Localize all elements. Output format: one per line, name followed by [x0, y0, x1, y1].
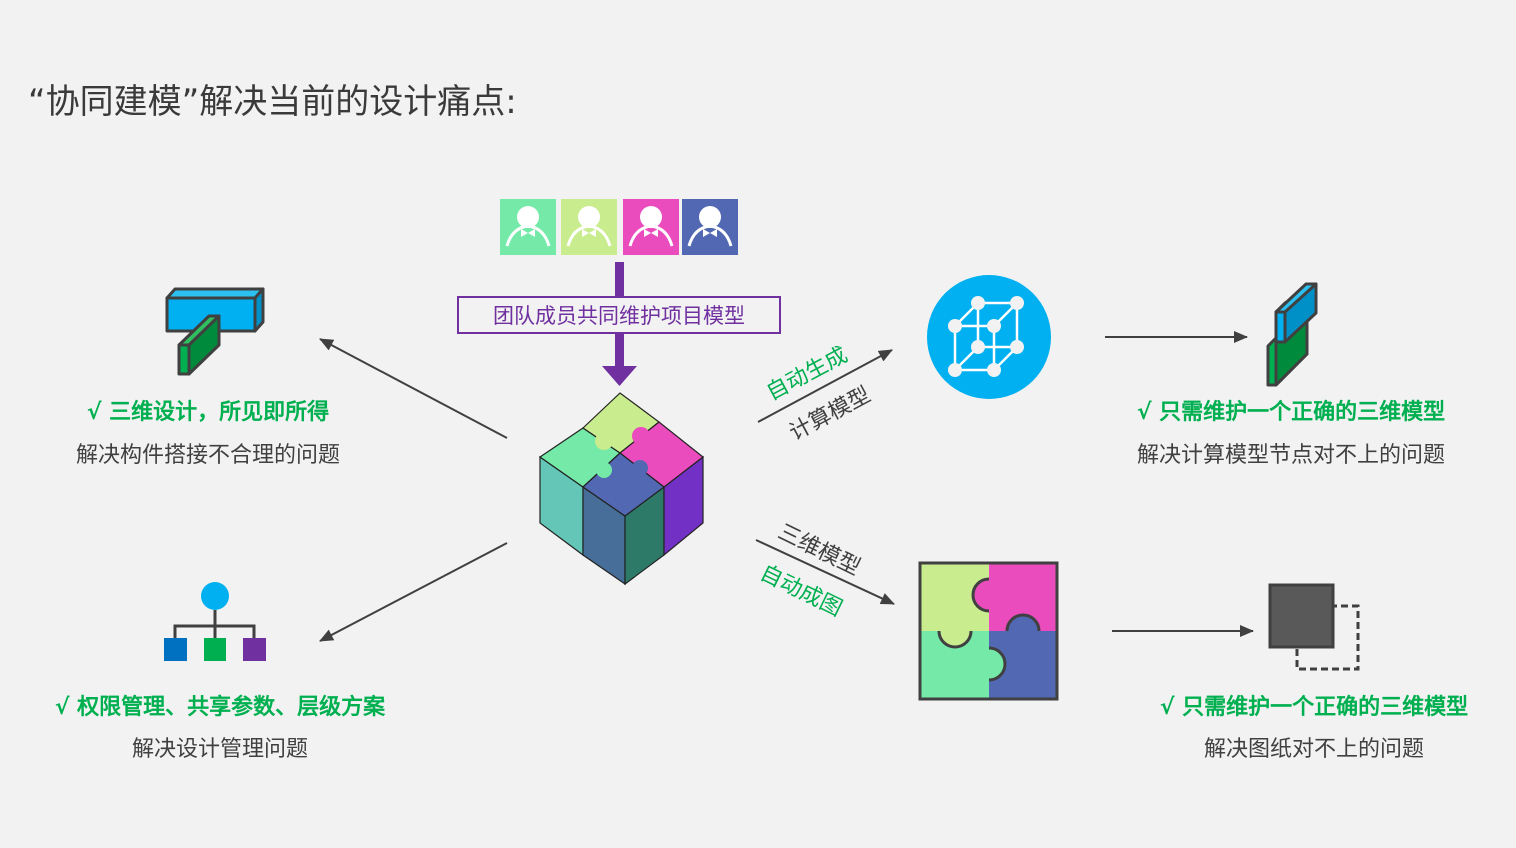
- benefit-drawing-title: √ 只需维护一个正确的三维模型: [1159, 695, 1469, 720]
- benefit-calc-desc: 解决计算模型节点对不上的问题: [1136, 443, 1446, 468]
- avatar-icon: [500, 199, 556, 255]
- benefit-3d-design-title: √ 三维设计，所见即所得: [86, 400, 330, 425]
- arrow-to-3d-design: [319, 338, 508, 439]
- benefit-management-desc: 解决设计管理问题: [131, 737, 309, 762]
- calculation-model-icon: [927, 275, 1051, 399]
- hierarchy-icon: [164, 582, 266, 661]
- team-label: 团队成员共同维护项目模型: [493, 304, 745, 328]
- team-label-box: 团队成员共同维护项目模型: [457, 296, 781, 334]
- down-arrow-icon: [602, 334, 637, 386]
- benefit-management-title: √ 权限管理、共享参数、层级方案: [54, 695, 386, 720]
- team-avatars: [500, 199, 738, 255]
- benefit-drawing-desc: 解决图纸对不上的问题: [1203, 737, 1425, 762]
- avatar-icon: [623, 199, 679, 255]
- beam-joint-icon: [165, 287, 265, 376]
- benefit-3d-design-desc: 解决构件搭接不合理的问题: [75, 443, 341, 468]
- arrow-to-management: [319, 542, 508, 642]
- page-title: “协同建模”解决当前的设计痛点:: [28, 82, 517, 122]
- puzzle-drawing-icon: [918, 561, 1059, 701]
- arrow-to-calc-model: [757, 349, 893, 423]
- benefit-calc-title: √ 只需维护一个正确的三维模型: [1136, 400, 1446, 425]
- purple-connector: [615, 262, 624, 296]
- puzzle-cube-icon: [538, 392, 704, 586]
- avatar-icon: [561, 199, 617, 255]
- avatar-icon: [682, 199, 738, 255]
- arrow-to-drawings: [755, 539, 895, 605]
- column-joint-icon: [1266, 282, 1318, 387]
- drawing-sheet-icon: [1268, 583, 1360, 671]
